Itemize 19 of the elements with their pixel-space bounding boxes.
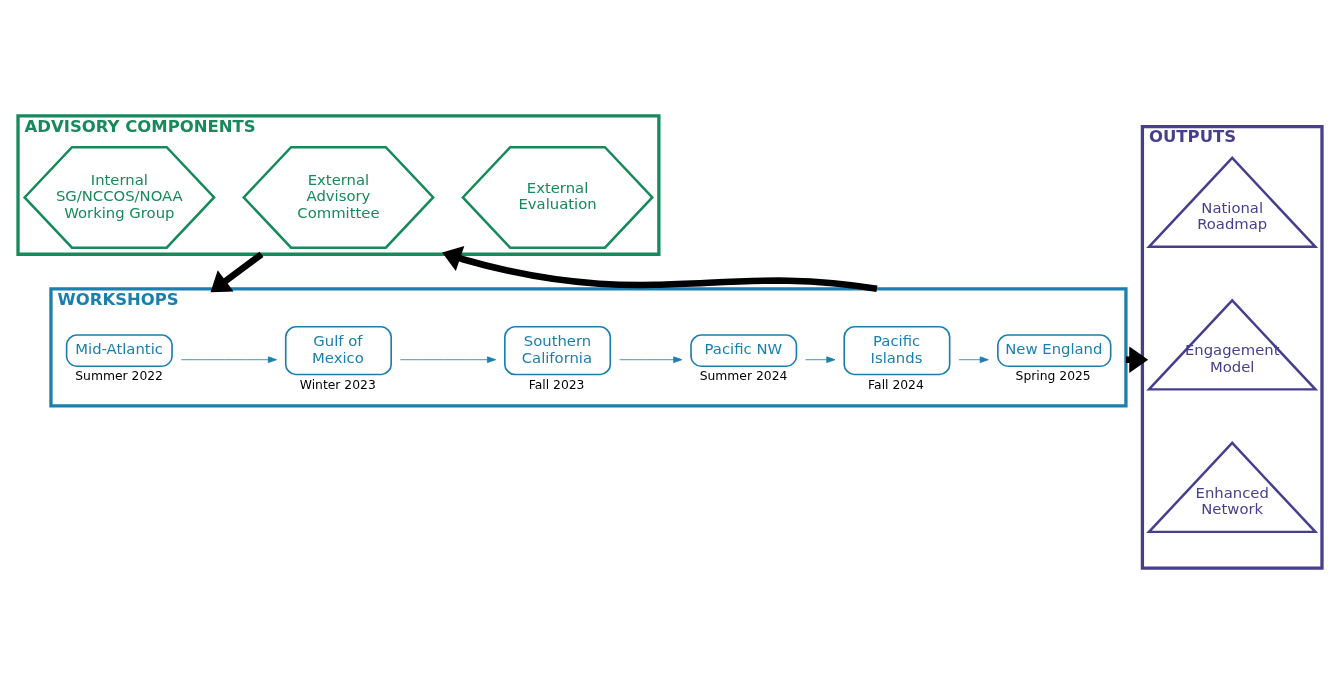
arrow [400,356,497,363]
node-label: Spring 2025 [1015,369,1091,384]
arrow [442,245,878,293]
arrow [805,356,836,363]
node-label: Summer 2022 [75,369,163,384]
node-label: Fall 2023 [528,377,585,392]
arrow [210,251,264,293]
node-box: New England [997,334,1112,368]
node-box: Pacific NW [690,334,798,368]
node-label: Summer 2024 [699,369,788,384]
arrow [180,356,277,363]
node-label: Winter 2023 [299,377,376,392]
node-box: Pacific Islands [843,325,951,376]
arrow [619,356,683,363]
node-box: Southern California [504,325,612,376]
node-label: Fall 2024 [868,377,924,392]
node-box: Gulf of Mexico [284,325,392,376]
node-box: Mid-Atlantic [65,334,173,368]
arrow [958,356,989,363]
